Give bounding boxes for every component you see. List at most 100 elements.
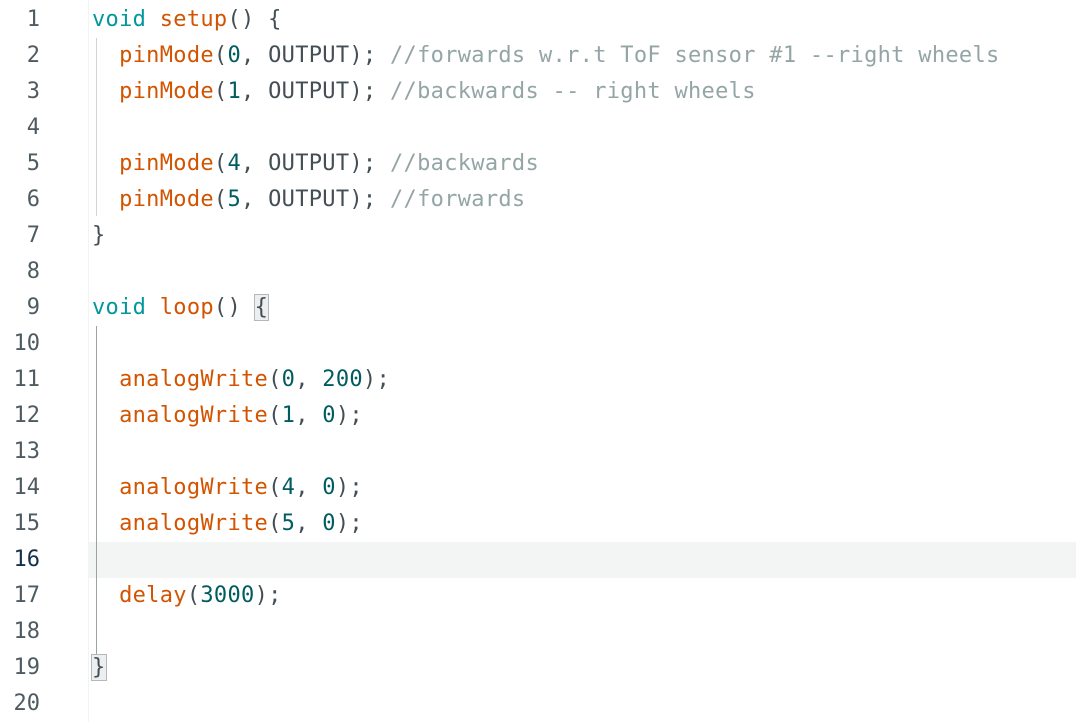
code-token: 1 (281, 403, 296, 428)
code-token (92, 511, 119, 536)
code-token: pinMode (119, 151, 214, 176)
code-token (92, 583, 119, 608)
code-token: , OUTPUT); (241, 187, 391, 212)
code-line[interactable]: pinMode(1, OUTPUT); //backwards -- right… (92, 74, 756, 110)
code-token: ( (213, 187, 228, 212)
code-comment: //forwards (390, 187, 526, 212)
matched-bracket: } (91, 654, 107, 681)
code-token: 4 (281, 475, 296, 500)
code-token: 0 (322, 475, 336, 500)
code-token (92, 79, 119, 104)
code-token: ); (362, 367, 391, 392)
code-token: , OUTPUT); (241, 43, 391, 68)
line-number: 19 (13, 655, 41, 680)
line-number: 14 (13, 475, 41, 500)
code-token: 0 (227, 43, 242, 68)
code-token: ( (268, 475, 282, 500)
indent-guide-loop (96, 326, 97, 656)
code-token: ); (335, 511, 363, 536)
code-token: loop (159, 295, 214, 320)
code-token: ( (213, 79, 228, 104)
current-line-highlight (89, 542, 1076, 578)
line-number: 10 (13, 331, 41, 356)
line-number: 13 (13, 439, 41, 464)
code-token: ); (254, 583, 282, 608)
code-token (92, 367, 119, 392)
line-number: 5 (26, 151, 40, 176)
code-line[interactable]: void setup() { (92, 2, 282, 38)
code-token: pinMode (119, 79, 214, 104)
code-token: delay (119, 583, 187, 608)
code-line[interactable]: analogWrite(5, 0); (92, 506, 363, 542)
code-token: () { (227, 7, 282, 32)
line-number: 6 (26, 187, 40, 212)
line-number: 3 (26, 79, 40, 104)
code-token: analogWrite (119, 511, 269, 536)
line-number: 11 (13, 367, 41, 392)
line-number: 17 (13, 583, 41, 608)
code-token: 0 (322, 403, 336, 428)
code-token: 5 (281, 511, 296, 536)
code-token: 4 (227, 151, 242, 176)
line-number: 18 (13, 619, 41, 644)
code-token (146, 295, 160, 320)
code-line[interactable]: void loop() { (92, 290, 270, 326)
code-line[interactable]: } (91, 650, 107, 686)
code-token (146, 7, 160, 32)
line-number: 7 (26, 223, 40, 248)
code-token: 5 (227, 187, 242, 212)
code-token: analogWrite (119, 403, 269, 428)
line-number: 4 (26, 115, 40, 140)
code-token: 1 (227, 79, 242, 104)
code-line[interactable]: pinMode(5, OUTPUT); //forwards (92, 182, 525, 218)
code-token: ( (268, 511, 282, 536)
code-line[interactable]: analogWrite(1, 0); (92, 398, 363, 434)
code-token (92, 403, 119, 428)
code-token (92, 475, 119, 500)
code-line[interactable]: } (92, 218, 106, 254)
code-token: pinMode (119, 43, 214, 68)
code-token: 0 (322, 511, 336, 536)
code-token: ( (213, 151, 228, 176)
code-token: 3000 (200, 583, 255, 608)
code-token: 0 (281, 367, 296, 392)
code-token: analogWrite (119, 367, 269, 392)
code-token: void (92, 7, 147, 32)
code-token: void (92, 295, 147, 320)
code-token: ( (268, 367, 282, 392)
code-token: ( (268, 403, 282, 428)
code-line[interactable]: pinMode(0, OUTPUT); //forwards w.r.t ToF… (92, 38, 1000, 74)
line-number: 8 (26, 259, 40, 284)
code-line[interactable]: pinMode(4, OUTPUT); //backwards (92, 146, 539, 182)
code-token: , OUTPUT); (241, 79, 391, 104)
code-comment: //backwards (390, 151, 540, 176)
code-token: 200 (322, 367, 363, 392)
code-token: pinMode (119, 187, 214, 212)
code-token: , (295, 367, 323, 392)
indent-guide-setup (96, 38, 97, 216)
code-token: , (295, 475, 323, 500)
code-token: ( (186, 583, 201, 608)
matched-bracket: { (253, 294, 270, 321)
code-token: analogWrite (119, 475, 269, 500)
line-number: 16 (13, 547, 41, 572)
line-number: 15 (13, 511, 41, 536)
code-line[interactable]: analogWrite(4, 0); (92, 470, 363, 506)
code-token (92, 187, 119, 212)
line-number: 9 (26, 295, 40, 320)
code-comment: //backwards -- right wheels (390, 79, 756, 104)
code-line[interactable]: analogWrite(0, 200); (92, 362, 390, 398)
code-token: ( (213, 43, 228, 68)
code-token: setup (159, 7, 228, 32)
code-line[interactable]: delay(3000); (92, 578, 282, 614)
line-number: 20 (13, 691, 41, 716)
code-token (92, 43, 119, 68)
line-number: 2 (26, 43, 40, 68)
code-token: , OUTPUT); (241, 151, 391, 176)
code-token: } (92, 223, 106, 248)
code-token: , (295, 403, 323, 428)
code-token: () (213, 295, 255, 320)
code-token: ); (335, 475, 363, 500)
